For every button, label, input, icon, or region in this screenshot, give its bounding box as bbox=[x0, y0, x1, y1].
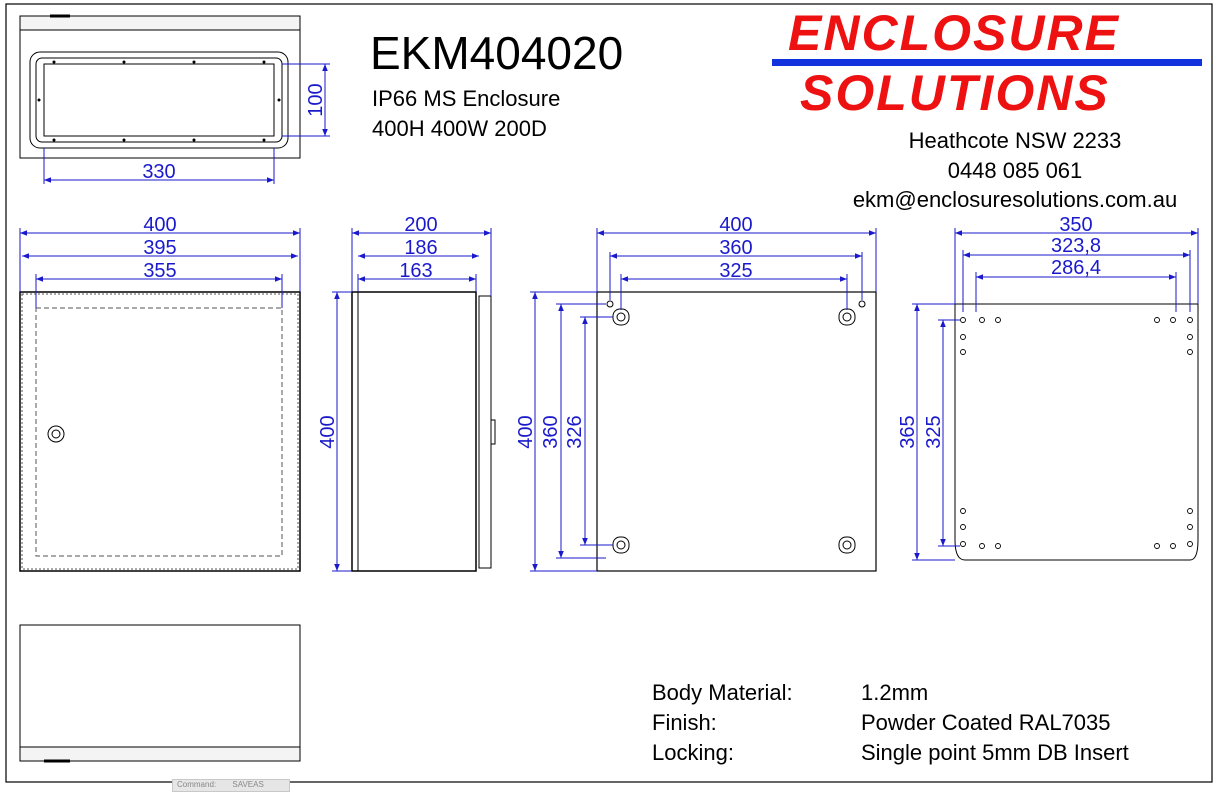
spec-label-finish: Finish: bbox=[652, 710, 717, 735]
dim-plate-w1: 350 bbox=[1059, 214, 1092, 236]
dim-top-width: 330 bbox=[142, 161, 175, 183]
model-title: EKM404020 bbox=[370, 27, 624, 79]
dim-plate-w2: 323,8 bbox=[1051, 235, 1101, 257]
mounting-plate-view bbox=[954, 303, 1199, 561]
contact-email: ekm@enclosuresolutions.com.au bbox=[852, 187, 1178, 212]
side-view bbox=[351, 291, 496, 572]
dim-front-w1: 400 bbox=[143, 214, 176, 236]
contact-phone: 0448 085 061 bbox=[947, 158, 1083, 183]
dim-side-d2: 186 bbox=[404, 237, 437, 259]
command-label: Command: bbox=[177, 780, 217, 789]
dim-side-h: 400 bbox=[317, 415, 339, 448]
dim-plate-w3: 286,4 bbox=[1051, 257, 1101, 279]
dim-rear-w3: 325 bbox=[719, 260, 752, 282]
dim-rear-h2: 360 bbox=[540, 415, 562, 448]
dim-side-d3: 163 bbox=[399, 260, 432, 282]
dim-rear-w2: 360 bbox=[719, 237, 752, 259]
brand-rule bbox=[772, 59, 1202, 66]
brand-line-2: SOLUTIONS bbox=[800, 65, 1110, 121]
model-description: IP66 MS Enclosure bbox=[372, 86, 561, 111]
sheet-border bbox=[5, 3, 1213, 783]
spec-value-locking: Single point 5mm DB Insert bbox=[861, 740, 1129, 765]
dim-front-w2: 395 bbox=[143, 237, 176, 259]
dim-rear-h3: 326 bbox=[564, 415, 586, 448]
spec-value-body-material: 1.2mm bbox=[861, 680, 929, 705]
rear-view bbox=[596, 291, 877, 572]
front-view bbox=[19, 291, 301, 572]
command-value: SAVEAS bbox=[232, 780, 264, 789]
dim-rear-h1: 400 bbox=[515, 415, 537, 448]
bottom-view bbox=[19, 624, 301, 763]
command-bar[interactable]: Command: SAVEAS bbox=[172, 779, 290, 792]
model-size: 400H 400W 200D bbox=[372, 116, 547, 141]
lock-icon bbox=[47, 425, 65, 443]
dim-top-depth: 100 bbox=[305, 83, 327, 116]
dim-side-d1: 200 bbox=[404, 214, 437, 236]
dim-plate-h2: 325 bbox=[923, 415, 945, 448]
dim-rear-w1: 400 bbox=[719, 214, 752, 236]
dim-plate-h1: 365 bbox=[897, 415, 919, 448]
brand-line-1: ENCLOSURE bbox=[788, 5, 1120, 61]
spec-label-body-material: Body Material: bbox=[652, 680, 793, 705]
contact-location: Heathcote NSW 2233 bbox=[908, 128, 1122, 153]
mounting-hole-icon bbox=[612, 308, 630, 326]
spec-value-finish: Powder Coated RAL7035 bbox=[861, 710, 1111, 735]
spec-label-locking: Locking: bbox=[652, 740, 734, 765]
dim-front-w3: 355 bbox=[143, 260, 176, 282]
top-view bbox=[19, 14, 301, 159]
